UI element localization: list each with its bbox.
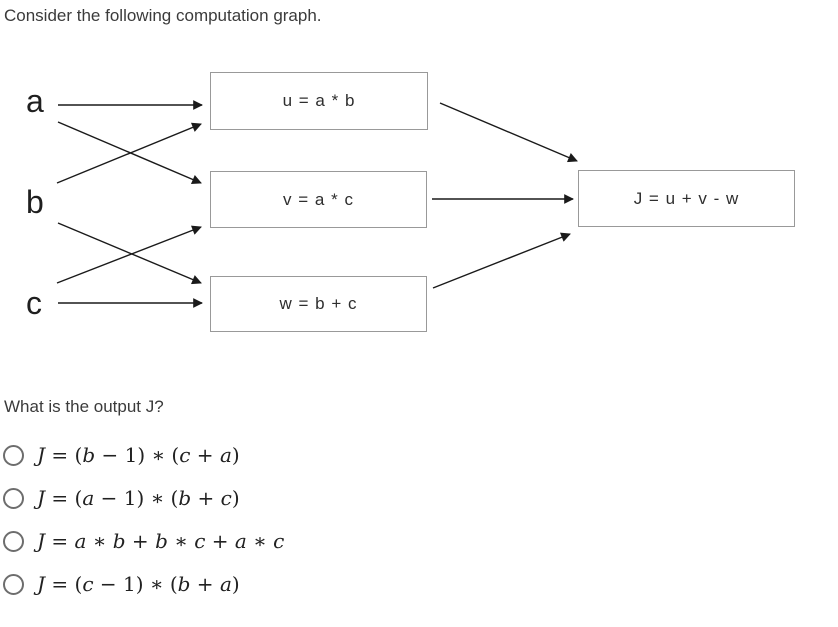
- answer-option-2[interactable]: J = (a − 1) ∗ (b + c): [3, 484, 240, 512]
- answer-option-4[interactable]: J = (c − 1) ∗ (b + a): [3, 570, 240, 598]
- input-node-b: b: [26, 184, 44, 220]
- radio-button-option-2[interactable]: [3, 487, 24, 509]
- option-formula-2: J = (a − 1) ∗ (b + c): [37, 486, 240, 510]
- radio-button-option-4[interactable]: [3, 573, 24, 595]
- radio-button-option-1[interactable]: [3, 444, 24, 466]
- edge-b-w-arrow: [57, 222, 202, 285]
- answer-option-1[interactable]: J = (b − 1) ∗ (c + a): [3, 441, 240, 469]
- radio-button-option-3[interactable]: [3, 530, 24, 552]
- edge-a-v-arrow: [57, 121, 202, 185]
- option-formula-4: J = (c − 1) ∗ (b + a): [37, 572, 240, 596]
- option-formula-1: J = (b − 1) ∗ (c + a): [37, 443, 240, 467]
- computation-graph-diagram: a b c u = a * b v = a * c w = b + c J = …: [26, 72, 795, 332]
- question-text: What is the output J?: [4, 397, 164, 416]
- edge-c-v-arrow: [56, 225, 202, 284]
- node-box-w: w = b + c: [210, 276, 427, 332]
- answer-option-3[interactable]: J = a ∗ b + b ∗ c + a ∗ c: [3, 527, 284, 555]
- edge-b-u-arrow: [56, 122, 202, 184]
- question-prompt: Consider the following computation graph…: [4, 6, 322, 25]
- input-node-a: a: [26, 83, 44, 119]
- node-box-v: v = a * c: [210, 171, 427, 228]
- node-box-u: u = a * b: [210, 72, 428, 130]
- graph-edges-layer: [56, 100, 578, 308]
- input-node-c: c: [26, 285, 42, 321]
- node-box-J: J = u + v - w: [578, 170, 795, 227]
- edge-u-J-arrow: [439, 102, 578, 163]
- edge-w-J-arrow: [432, 232, 571, 289]
- option-formula-3: J = a ∗ b + b ∗ c + a ∗ c: [37, 529, 285, 553]
